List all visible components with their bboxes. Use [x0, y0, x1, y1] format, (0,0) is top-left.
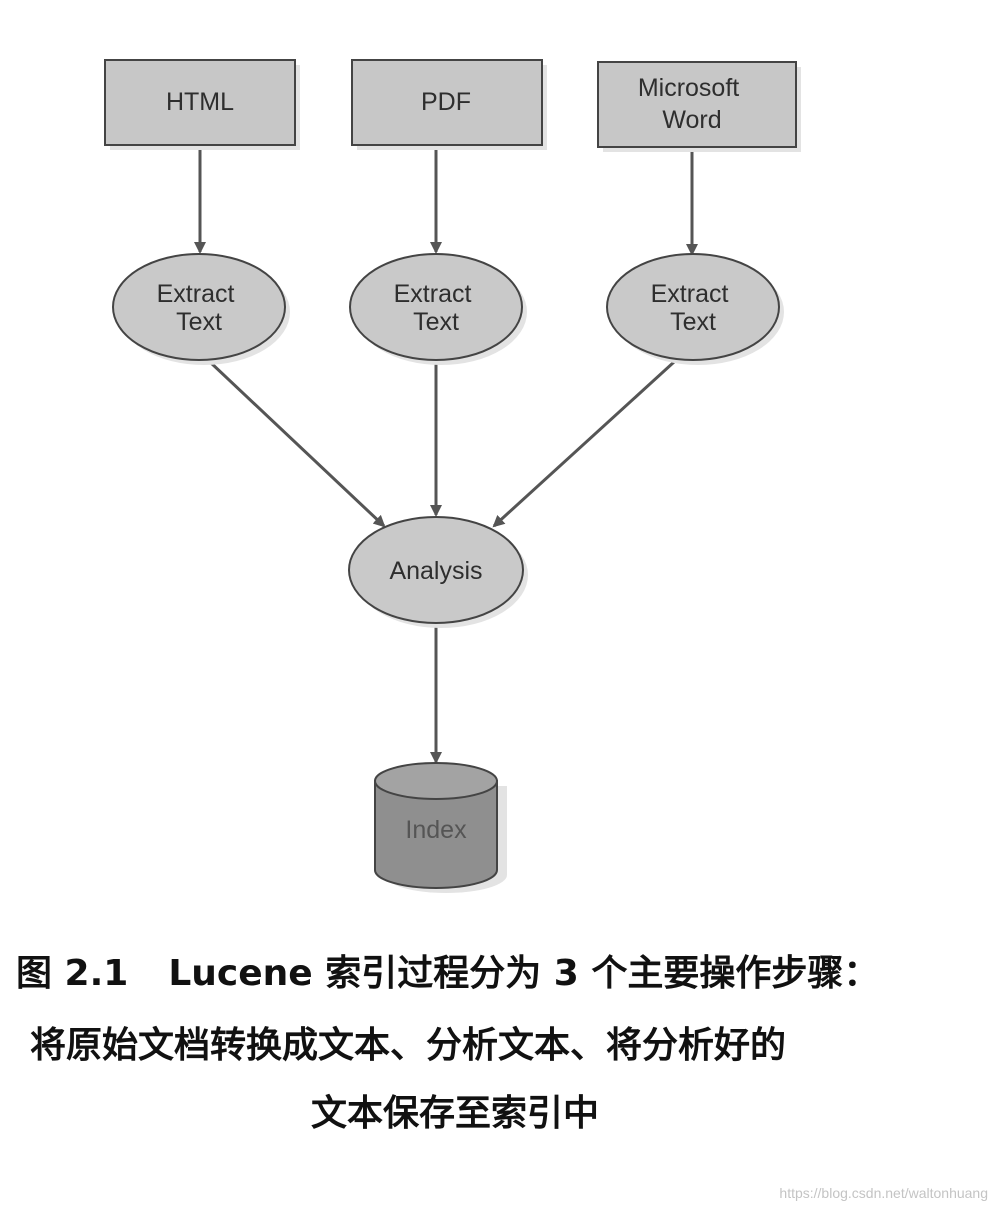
watermark-url: https://blog.csdn.net/waltonhuang [779, 1185, 988, 1201]
figure-label: 图 2.1 [16, 953, 129, 994]
svg-text:Extract Text: Extract Text [157, 280, 242, 336]
extract-2-label-line2: Text [413, 308, 459, 336]
source-word-label-line2: Word [662, 106, 721, 134]
svg-text:Index: Index [405, 816, 467, 844]
figure-caption-line-3: 文本保存至索引中 [310, 1093, 599, 1134]
source-box-pdf: PDF [351, 59, 547, 150]
svg-text:Microsoft Word: Microsoft Word [638, 74, 746, 134]
arrows [194, 148, 698, 764]
source-html-label: HTML [166, 88, 234, 116]
source-box-html: HTML [104, 59, 300, 150]
svg-text:HTML: HTML [166, 88, 234, 116]
analysis-node: Analysis [348, 516, 528, 628]
index-cylinder: Index [374, 762, 507, 893]
svg-text:PDF: PDF [421, 88, 471, 116]
arrow-extract1-to-analysis [208, 360, 386, 528]
extract-text-node-2: Extract Text [349, 253, 527, 365]
svg-text:Extract Text: Extract Text [394, 280, 479, 336]
lucene-indexing-diagram: HTML PDF Microsoft Word Extract Text Ext… [104, 59, 801, 893]
extract-3-label-line2: Text [670, 308, 716, 336]
arrow-extract3-to-analysis [492, 360, 676, 528]
extract-3-label-line1: Extract [651, 280, 729, 308]
source-box-word: Microsoft Word [597, 61, 801, 152]
extract-1-label-line1: Extract [157, 280, 235, 308]
extract-1-label-line2: Text [176, 308, 222, 336]
figure-caption-line-1: 图 2.1 Lucene 索引过程分为 3 个主要操作步骤： [16, 956, 879, 992]
analysis-label: Analysis [389, 557, 482, 585]
extract-2-label-line1: Extract [394, 280, 472, 308]
index-label: Index [405, 816, 467, 844]
figure-caption-line-2: 将原始文档转换成文本、分析文本、将分析好的 [30, 1025, 787, 1066]
extract-text-node-3: Extract Text [606, 253, 784, 365]
svg-text:Analysis: Analysis [389, 557, 482, 585]
caption-text-1: Lucene 索引过程分为 3 个主要操作步骤： [168, 953, 880, 994]
source-pdf-label: PDF [421, 88, 471, 116]
source-word-label-line1: Microsoft [638, 74, 739, 102]
extract-text-node-1: Extract Text [112, 253, 290, 365]
svg-text:Extract Text: Extract Text [651, 280, 736, 336]
